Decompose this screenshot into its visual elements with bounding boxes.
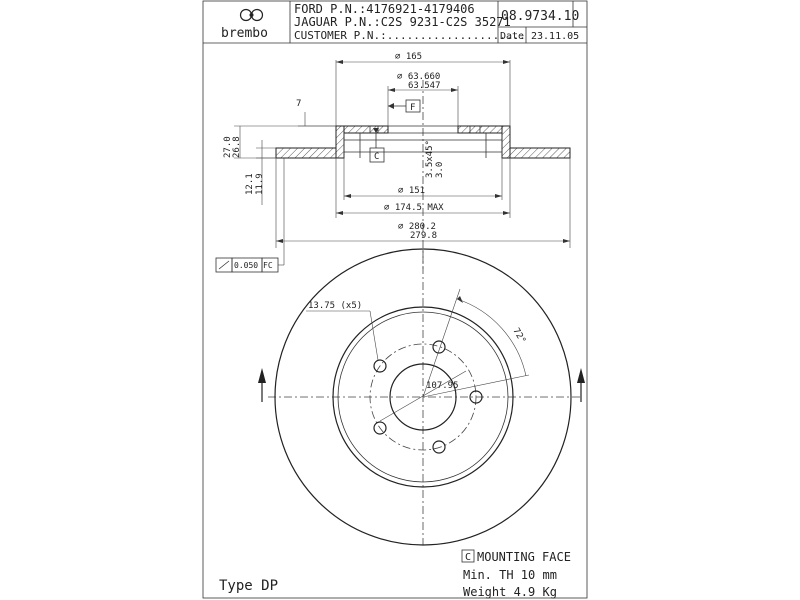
hat-wall-right xyxy=(501,125,511,159)
customer-part-number: CUSTOMER P.N.:..................... xyxy=(294,29,526,42)
brand-name: brembo xyxy=(221,26,268,41)
dim-chamfer: 3.5x45° xyxy=(425,140,435,178)
dim-dia-165: ⌀ 165 xyxy=(395,52,422,62)
disc-outer-edge xyxy=(274,248,572,546)
mounting-face-symbol: C xyxy=(465,552,471,563)
bolt-hole xyxy=(373,421,387,435)
bolt-hole xyxy=(432,340,446,354)
center-bore xyxy=(389,363,457,431)
section-view: ⌀ 165 ⌀ 63.660 63.547 F 7 C 27.0 26.8 12… xyxy=(215,52,571,273)
datum-c-label: C xyxy=(374,152,379,162)
dim-11-9: 11.9 xyxy=(255,173,265,195)
dim-27-0: 27.0 xyxy=(223,136,233,158)
mounting-face-label: MOUNTING FACE xyxy=(477,550,571,564)
dim-dia-151: ⌀ 151 xyxy=(398,186,425,196)
hat-wall-left xyxy=(335,125,345,159)
datum-f-box xyxy=(405,99,421,113)
drawing-part-number: 08.9734.10 xyxy=(501,9,579,24)
date-value: 23.11.05 xyxy=(531,31,579,42)
hat-inner-circle xyxy=(337,311,509,483)
datum-c-box xyxy=(369,147,385,163)
tolerance-reference: FC xyxy=(263,261,273,270)
title-block: brembo FORD P.N.:4176921-4179406 JAGUAR … xyxy=(203,1,587,44)
dim-dia-279-8: 279.8 xyxy=(410,231,437,241)
ring-left xyxy=(275,147,337,159)
flatness-tolerance: 0.050 FC xyxy=(215,158,285,273)
hat-outer-circle xyxy=(332,306,514,488)
disc-type: Type DP xyxy=(219,578,278,594)
mounting-face-box xyxy=(461,549,475,563)
brembo-logo: brembo xyxy=(221,8,268,41)
bolt-hole xyxy=(432,440,446,454)
dim-dia-63-660: ⌀ 63.660 xyxy=(397,72,440,82)
datum-f-label: F xyxy=(410,103,415,113)
jaguar-part-number: JAGUAR P.N.:C2S 9231-C2S 35271 xyxy=(294,15,511,29)
footer-notes: C MOUNTING FACE Min. TH 10 mm Weight 4.9… xyxy=(219,549,571,599)
bolt-hole xyxy=(373,359,387,373)
ring-right xyxy=(509,147,571,159)
ford-part-number: FORD P.N.:4176921-4179406 xyxy=(294,2,475,16)
dim-12-1: 12.1 xyxy=(245,173,255,195)
dim-dia-174-5: ⌀ 174.5 MAX xyxy=(384,203,444,213)
dim-3-0: 3.0 xyxy=(435,162,445,178)
front-view: 13.75 (x5) 72° 107.95 xyxy=(258,248,585,546)
dim-7: 7 xyxy=(296,99,301,109)
pitch-circle xyxy=(369,343,477,451)
section-marker-left xyxy=(258,368,266,402)
min-thickness: Min. TH 10 mm xyxy=(463,568,557,582)
dim-26-8: 26.8 xyxy=(232,136,242,158)
dim-dia-280-2: ⌀ 280.2 xyxy=(398,222,436,232)
date-label: Date xyxy=(500,31,524,42)
dim-dia-63-547: 63.547 xyxy=(408,81,441,91)
bolt-hole xyxy=(469,390,483,404)
section-marker-right xyxy=(577,368,585,402)
weight: Weight 4.9 Kg xyxy=(463,585,557,599)
drawing-frame xyxy=(202,0,588,599)
pcd-label: 107.95 xyxy=(426,381,459,391)
hat-top-left xyxy=(343,125,389,134)
tolerance-value: 0.050 xyxy=(234,261,258,270)
bolt-hole-callout: 13.75 (x5) xyxy=(308,301,362,311)
